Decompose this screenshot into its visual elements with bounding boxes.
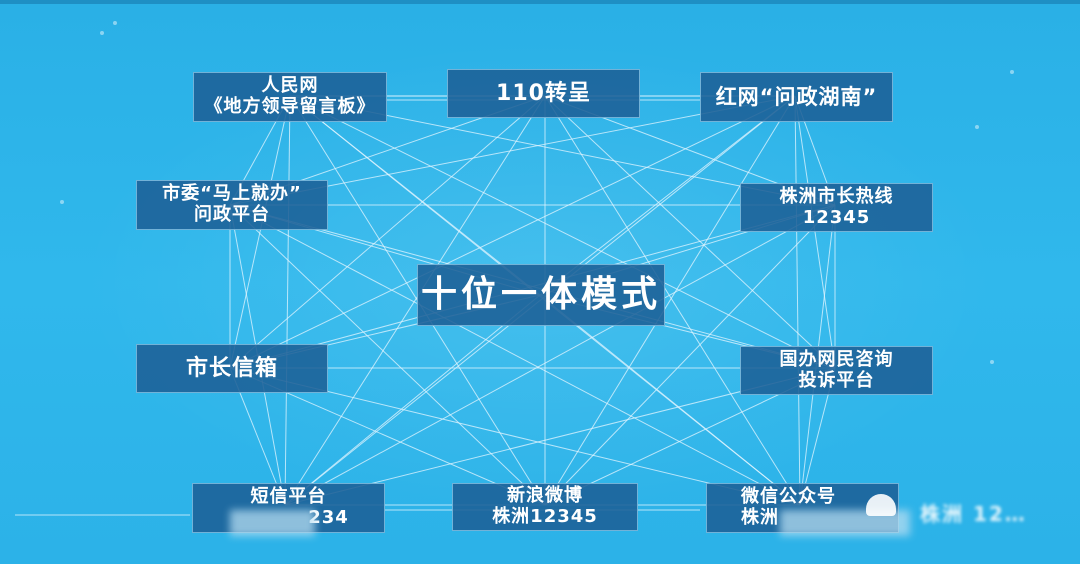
decor-dot <box>1010 70 1014 74</box>
wechat-icon <box>866 494 896 516</box>
node-renminwang: 人民网 《地方领导留言板》 <box>193 72 387 122</box>
node-label: 微信公众号 <box>741 486 836 508</box>
node-label: 红网“问政湖南” <box>715 84 878 109</box>
node-hongwang: 红网“问政湖南” <box>700 72 893 122</box>
node-label: 投诉平台 <box>798 369 875 391</box>
node-center: 十位一体模式 <box>417 264 665 326</box>
node-shiwei: 市委“马上就办” 问政平台 <box>136 180 328 230</box>
node-guoban: 国办网民咨询 投诉平台 <box>740 346 933 395</box>
decor-dot <box>100 31 104 35</box>
node-label: 短信平台 <box>250 486 327 508</box>
node-label: 市长信箱 <box>185 355 278 381</box>
top-band <box>0 0 1080 4</box>
node-shizhang-mailbox: 市长信箱 <box>136 344 328 393</box>
watermark-blur <box>230 510 315 536</box>
node-label: 株洲市长热线 <box>779 185 894 207</box>
node-label: 株洲12345 <box>492 506 598 527</box>
decor-dot <box>975 125 979 129</box>
node-label: 人民网 <box>261 75 319 97</box>
decor-dot <box>990 360 994 364</box>
node-weibo: 新浪微博 株洲12345 <box>452 483 638 531</box>
node-label: 国办网民咨询 <box>779 348 894 370</box>
node-label: 234 <box>308 507 349 528</box>
node-110: 110转呈 <box>447 69 640 118</box>
watermark-text: 株洲 12… <box>920 502 1027 526</box>
node-label: 新浪微博 <box>507 485 583 507</box>
decor-dot <box>60 200 64 204</box>
node-label: 12345 <box>802 206 871 228</box>
node-label: 市委“马上就办” <box>162 183 302 205</box>
node-shizhang-hotline: 株洲市长热线 12345 <box>740 183 933 232</box>
node-label: 110转呈 <box>496 80 591 106</box>
node-label: 《地方领导留言板》 <box>204 96 376 117</box>
node-label: 问政平台 <box>194 204 270 225</box>
decor-dot <box>113 21 117 25</box>
center-label: 十位一体模式 <box>420 274 661 316</box>
node-label: 株洲 <box>741 507 779 528</box>
